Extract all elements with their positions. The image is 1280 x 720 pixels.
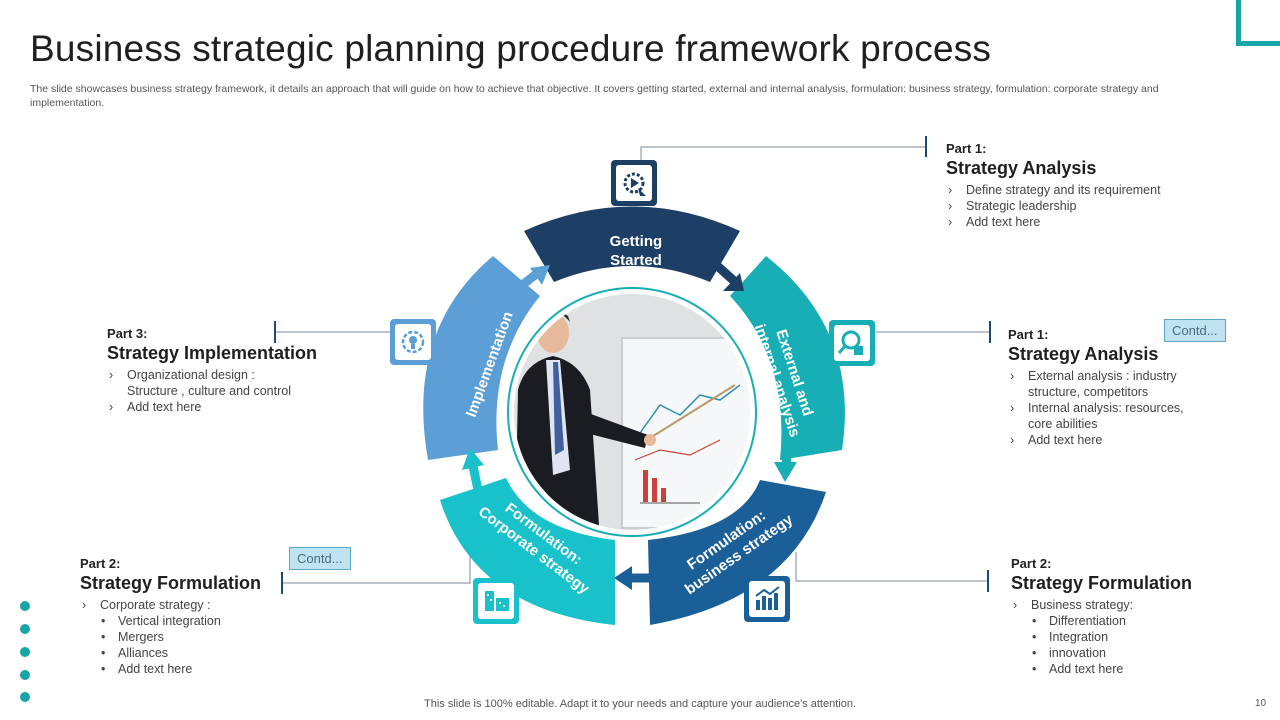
part2-right-item: Integration	[1011, 629, 1231, 645]
part1-top-block: Part 1: Strategy Analysis Define strateg…	[946, 141, 1246, 230]
decor-dot	[20, 624, 30, 634]
connector-ticks	[274, 136, 991, 594]
search-gear-icon	[829, 320, 875, 366]
flow-arrows	[462, 257, 797, 590]
part1-top-label: Part 1:	[946, 141, 987, 156]
part2-left-heading: Strategy Formulation	[80, 573, 262, 593]
decor-dot	[20, 647, 30, 657]
play-gear-icon	[611, 160, 657, 206]
part2-right-lead: Business strategy:	[1011, 597, 1231, 613]
page-title: Business strategic planning procedure fr…	[30, 28, 992, 69]
part2-right-item: innovation	[1011, 645, 1231, 661]
part1-top-item: Strategic leadership	[946, 198, 1246, 214]
segment-getting-started	[524, 206, 740, 282]
part1-right-block: Part 1: Strategy Analysis External analy…	[1008, 327, 1208, 448]
label-getting-started-line2: Started	[610, 252, 662, 269]
part3-left-item: Organizational design : Structure , cult…	[107, 367, 307, 399]
segment-corporate-strategy	[440, 478, 615, 625]
part2-right-item: Differentiation	[1011, 613, 1231, 629]
part3-left-heading: Strategy Implementation	[107, 343, 318, 363]
decor-dot	[20, 670, 30, 680]
segment-external-internal	[730, 256, 845, 460]
part2-right-heading: Strategy Formulation	[1011, 573, 1193, 593]
page-number: 10	[1255, 698, 1267, 709]
part2-right-block: Part 2: Strategy Formulation Business st…	[1011, 556, 1231, 677]
part1-top-item: Add text here	[946, 214, 1246, 230]
part2-left-block: Part 2: Strategy Formulation Corporate s…	[80, 556, 300, 677]
part1-right-item: Add text here	[1008, 432, 1208, 448]
connector-lines	[275, 146, 990, 584]
decor-dot	[20, 692, 30, 702]
part2-right-item: Add text here	[1011, 661, 1231, 677]
part2-left-item: Add text here	[80, 661, 300, 677]
lightbulb-icon	[390, 319, 436, 365]
part2-right-label: Part 2:	[1011, 556, 1052, 571]
decor-dot	[20, 601, 30, 611]
label-getting-started-line1: Getting	[610, 233, 663, 250]
growth-chart-icon	[744, 576, 790, 622]
corner-accent	[1236, 0, 1280, 46]
buildings-icon	[473, 578, 519, 624]
part3-left-item: Add text here	[107, 399, 337, 415]
part2-left-item: Vertical integration	[80, 613, 300, 629]
part2-left-lead: Corporate strategy :	[80, 597, 300, 613]
part2-left-item: Alliances	[80, 645, 300, 661]
part1-right-label: Part 1:	[1008, 327, 1049, 342]
part3-left-label: Part 3:	[107, 326, 148, 341]
segment-implementation	[423, 256, 540, 460]
label-getting-started: Getting Started	[610, 233, 667, 269]
part1-right-item: External analysis : industry structure, …	[1008, 368, 1208, 400]
part3-left-block: Part 3: Strategy Implementation Organiza…	[107, 326, 337, 415]
page-subtitle: The slide showcases business strategy fr…	[30, 83, 1159, 109]
part1-right-item: Internal analysis: resources, core abili…	[1008, 400, 1208, 432]
part2-left-item: Mergers	[80, 629, 300, 645]
center-photo	[507, 287, 757, 537]
contd-badge-right[interactable]: Contd...	[1164, 319, 1226, 342]
footer-note: This slide is 100% editable. Adapt it to…	[424, 698, 856, 710]
contd-badge-left[interactable]: Contd...	[289, 547, 351, 570]
segment-business-strategy	[648, 480, 826, 625]
part1-top-heading: Strategy Analysis	[946, 158, 1097, 178]
part1-top-item: Define strategy and its requirement	[946, 182, 1246, 198]
part2-left-label: Part 2:	[80, 556, 121, 571]
part1-right-heading: Strategy Analysis	[1008, 344, 1159, 364]
